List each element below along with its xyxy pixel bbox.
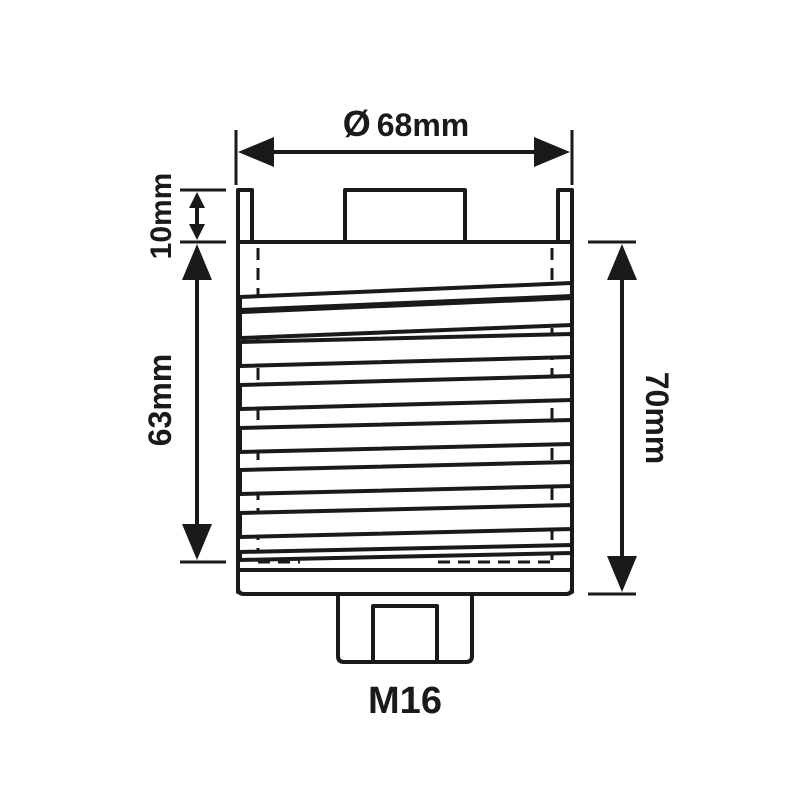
- tooth-left: [236, 188, 254, 244]
- tooth-right: [556, 188, 574, 244]
- coil-5: [238, 418, 574, 454]
- top-height-arrow-down: [189, 224, 205, 240]
- top-height-arrow-up: [189, 192, 205, 208]
- shank: [336, 592, 474, 664]
- thread-length-arrow-up: [182, 244, 212, 280]
- thread-length-arrow-down: [182, 524, 212, 560]
- coil-3: [238, 332, 574, 368]
- coil-2: [238, 296, 574, 340]
- top-height-dimension: 10mm: [145, 173, 226, 260]
- thread-length-dimension: 63mm: [142, 244, 226, 564]
- total-length-dimension: 70mm: [588, 240, 675, 596]
- bit-top: [236, 188, 574, 244]
- diameter-arrow-right: [534, 137, 570, 167]
- top-height-label: 10mm: [145, 173, 178, 260]
- diameter-arrow-left: [238, 137, 274, 167]
- total-length-arrow-up: [607, 244, 637, 280]
- body-base: [236, 568, 574, 596]
- spiral-flutes: [238, 281, 574, 562]
- coil-8: [238, 543, 574, 562]
- total-length-arrow-down: [607, 556, 637, 592]
- coil-7: [238, 503, 574, 539]
- thread-label: M16: [368, 680, 442, 722]
- thread-length-label: 63mm: [142, 354, 178, 447]
- total-length-label: 70mm: [639, 372, 675, 465]
- shank-outline: [336, 592, 474, 664]
- coil-6: [238, 460, 574, 496]
- shank-inner: [371, 604, 439, 664]
- pilot-block: [343, 188, 467, 244]
- coil-4: [238, 374, 574, 411]
